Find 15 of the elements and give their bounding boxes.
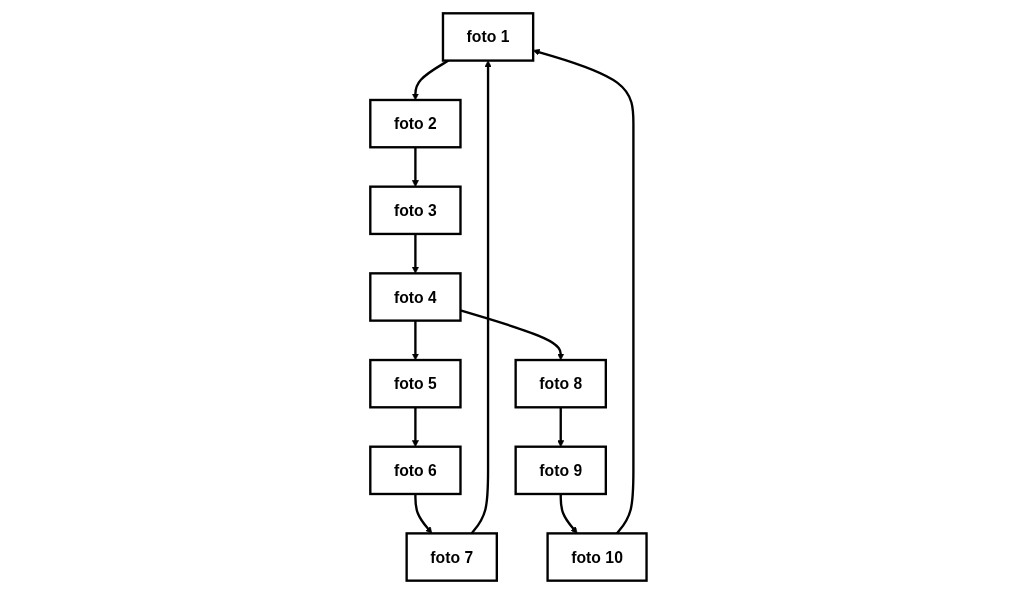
arrow [411,406,419,447]
node-box: foto 1 [441,11,534,62]
arrow [411,146,419,187]
arrow [411,320,419,360]
node-box: foto 7 [405,531,498,582]
node-box: foto 4 [368,271,462,322]
arrow [411,59,449,100]
arrow [556,406,564,447]
node-box: foto 2 [368,98,462,148]
node-box: foto 6 [368,445,462,495]
node-box: foto 8 [514,358,607,408]
node-box: foto 3 [368,185,462,235]
node-box: foto 5 [368,358,462,408]
node-box: foto 10 [546,531,648,582]
node-box: foto 9 [514,445,607,495]
